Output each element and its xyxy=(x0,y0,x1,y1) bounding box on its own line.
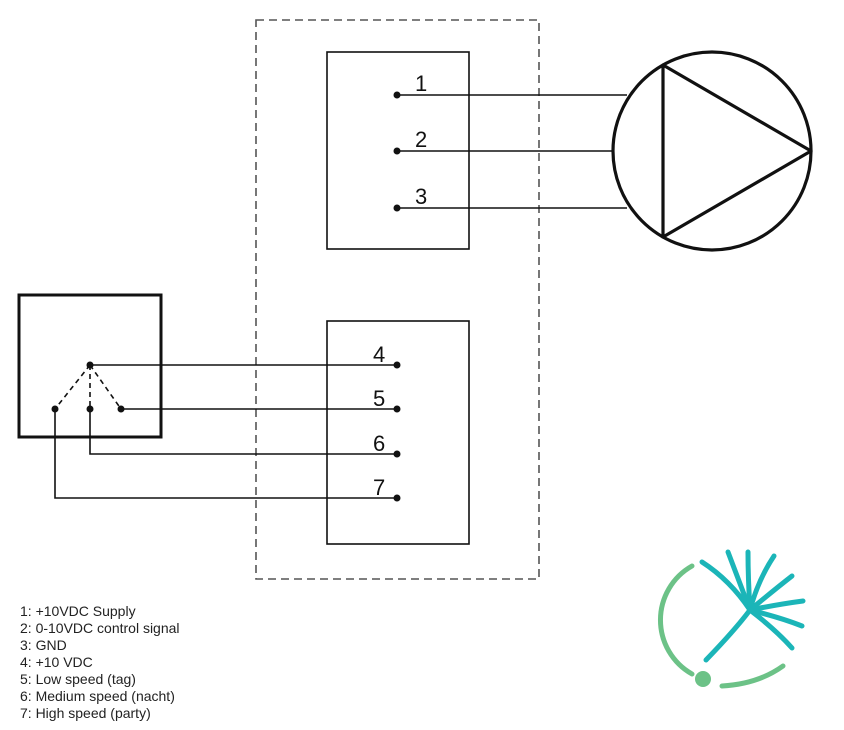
legend-item-4: 4: +10 VDC xyxy=(20,654,93,670)
terminal-dot-3 xyxy=(393,204,401,212)
brand-logo-icon xyxy=(657,549,806,689)
wire-7 xyxy=(54,409,397,499)
three-position-switch-icon xyxy=(51,361,125,413)
pin-label-3: 3 xyxy=(415,184,427,209)
pin-label-2: 2 xyxy=(415,127,427,152)
terminal-dot-6 xyxy=(393,450,401,458)
terminal-block-lower xyxy=(326,320,470,545)
legend-item-5: 5: Low speed (tag) xyxy=(20,671,136,687)
pin-label-4: 4 xyxy=(373,342,385,367)
terminal-dot-5 xyxy=(393,405,401,413)
fan-motor-symbol-icon xyxy=(611,50,813,252)
terminal-dot-7 xyxy=(393,494,401,502)
legend-item-2: 2: 0-10VDC control signal xyxy=(20,620,180,636)
legend-item-1: 1: +10VDC Supply xyxy=(20,603,136,619)
pin-label-6: 6 xyxy=(373,431,385,456)
legend-item-3: 3: GND xyxy=(20,637,67,653)
pin-label-1: 1 xyxy=(415,71,427,96)
pin-label-5: 5 xyxy=(373,386,385,411)
pin-legend: 1: +10VDC Supply 2: 0-10VDC control sign… xyxy=(20,603,180,722)
legend-item-6: 6: Medium speed (nacht) xyxy=(20,688,175,704)
controller-dashed-frame xyxy=(255,19,540,580)
legend-item-7: 7: High speed (party) xyxy=(20,705,151,721)
wire-6 xyxy=(89,409,397,455)
terminal-dot-2 xyxy=(393,147,401,155)
pin-label-7: 7 xyxy=(373,475,385,500)
terminal-dot-1 xyxy=(393,91,401,99)
terminal-dot-4 xyxy=(393,361,401,369)
